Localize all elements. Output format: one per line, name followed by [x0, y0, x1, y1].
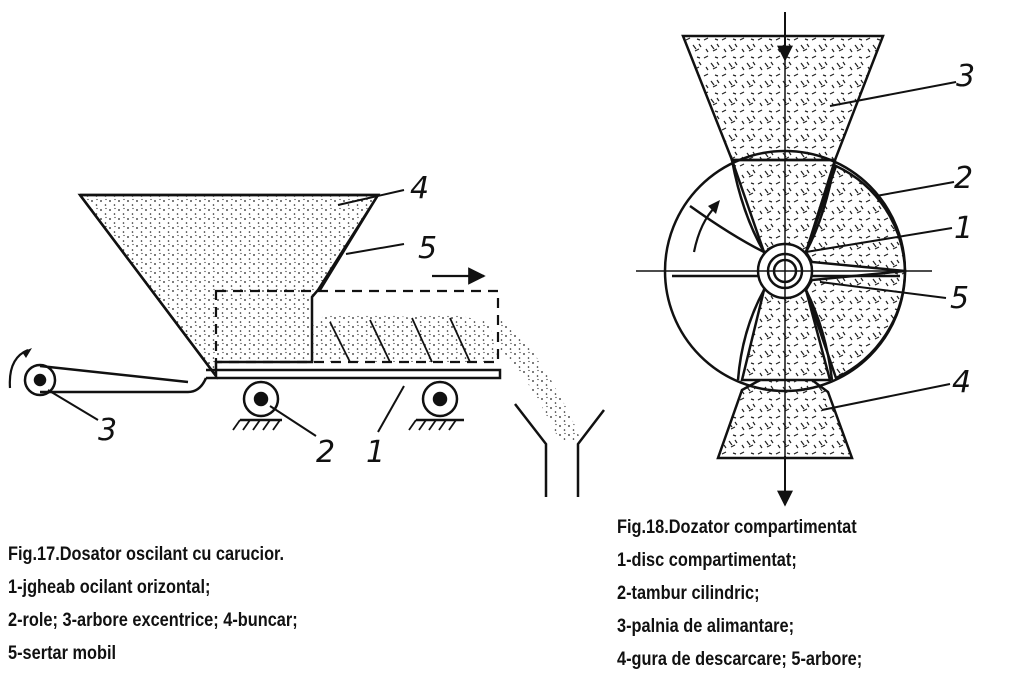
- fig17-label-5: 5: [418, 231, 437, 266]
- roller-right: [408, 380, 464, 431]
- fig17-caption: Fig.17.Dosator oscilant cu carucior. 1-j…: [8, 538, 298, 670]
- fig18-caption-title: Fig.18.Dozator compartimentat: [617, 517, 857, 538]
- leader-5: [819, 281, 947, 299]
- fig18-caption-line: 4-gura de descarcare; 5-arbore;: [617, 649, 863, 670]
- leader-5: [345, 243, 405, 255]
- fig18-label-3: 3: [956, 59, 975, 94]
- leader-1: [377, 385, 405, 433]
- fig17-caption-line: 1-jgheab ocilant orizontal;: [8, 577, 211, 598]
- fig17-label-4: 4: [410, 171, 429, 206]
- eccentric-shaft: [8, 348, 57, 397]
- rotation-arrow: [692, 205, 717, 253]
- fig18-caption: Fig.18.Dozator compartimentat 1-disc com…: [617, 511, 862, 676]
- leader-4: [821, 383, 951, 411]
- leader-4: [337, 189, 405, 206]
- figure-18-compartment-dosing-feeder: [636, 12, 957, 507]
- leader-2: [875, 181, 955, 197]
- fig18-caption-line: 1-disc compartimentat;: [617, 550, 797, 571]
- partition: [804, 289, 834, 381]
- oscillating-trough: [187, 368, 502, 394]
- fig17-caption-line: 2-role; 3-arbore excentrice; 4-buncar;: [8, 610, 298, 631]
- fig18-label-1: 1: [954, 211, 973, 246]
- leader-2: [269, 405, 317, 437]
- material-on-trough: [312, 314, 498, 362]
- leader-3: [829, 81, 957, 107]
- partition: [689, 204, 765, 254]
- fig17-caption-title: Fig.17.Dosator oscilant cu carucior.: [8, 544, 285, 565]
- partition: [804, 159, 837, 253]
- feed-hopper: [681, 34, 885, 162]
- figure-17-oscillating-dosing-feeder: [8, 189, 605, 497]
- roller-left: [232, 380, 282, 431]
- fig18-label-5: 5: [950, 281, 969, 316]
- leader-3: [47, 389, 99, 421]
- fig18-label-2: 2: [954, 161, 973, 196]
- leader-1: [805, 227, 953, 253]
- partition: [736, 289, 766, 381]
- receiving-funnel: [514, 403, 605, 497]
- fig17-caption-line: 5-sertar mobil: [8, 643, 117, 664]
- partition: [730, 159, 766, 253]
- discharge-stream: [498, 318, 580, 442]
- fig17-label-1: 1: [366, 435, 385, 470]
- fig18-caption-line: 2-tambur cilindric;: [617, 583, 760, 604]
- fig18-caption-line: 3-palnia de alimantare;: [617, 616, 795, 637]
- eccentric-rod: [39, 364, 189, 394]
- fig18-label-4: 4: [952, 365, 971, 400]
- fig17-label-3: 3: [98, 413, 117, 448]
- fig17-label-2: 2: [316, 435, 335, 470]
